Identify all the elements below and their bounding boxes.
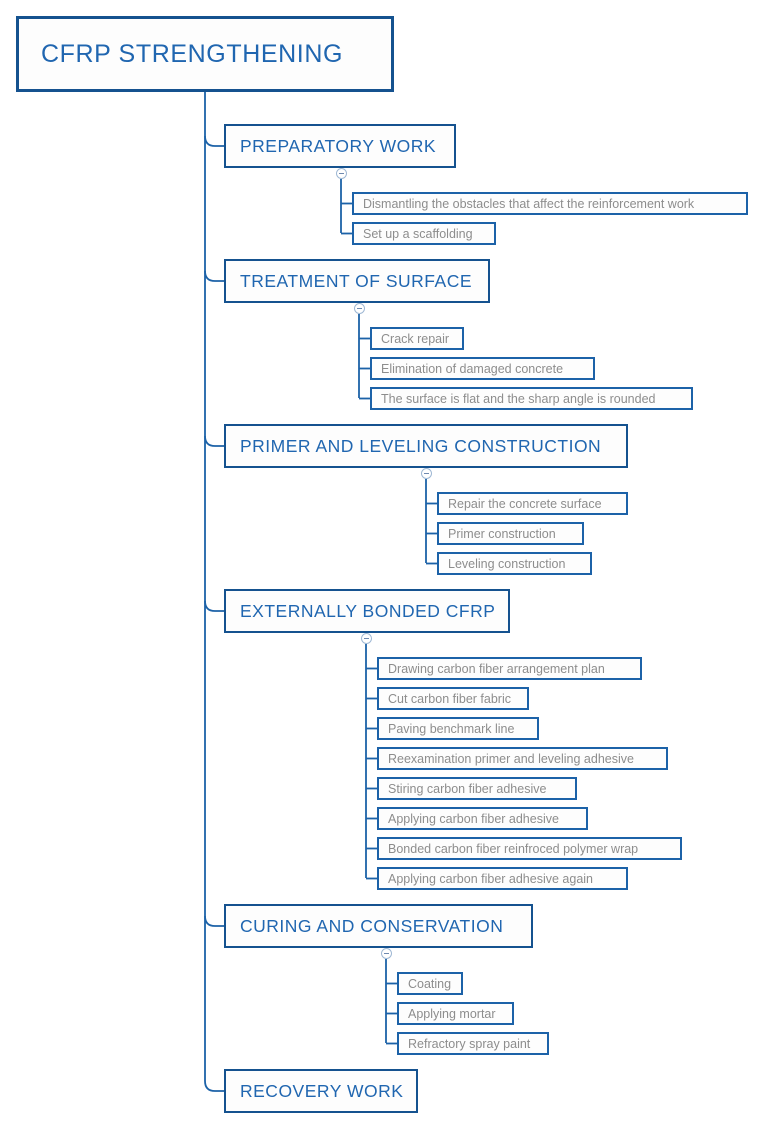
branch-node-2[interactable]: PRIMER AND LEVELING CONSTRUCTION	[224, 424, 628, 468]
leaf-node-1-1[interactable]: Elimination of damaged concrete	[370, 357, 595, 380]
leaf-node-2-2[interactable]: Leveling construction	[437, 552, 592, 575]
leaf-node-4-0[interactable]: Coating	[397, 972, 463, 995]
leaf-node-0-0[interactable]: Dismantling the obstacles that affect th…	[352, 192, 748, 215]
branch-node-0[interactable]: PREPARATORY WORK	[224, 124, 456, 168]
branch-node-4[interactable]: CURING AND CONSERVATION	[224, 904, 533, 948]
leaf-node-4-1[interactable]: Applying mortar	[397, 1002, 514, 1025]
leaf-node-3-2[interactable]: Paving benchmark line	[377, 717, 539, 740]
leaf-node-3-6[interactable]: Bonded carbon fiber reinfroced polymer w…	[377, 837, 682, 860]
leaf-node-4-2[interactable]: Refractory spray paint	[397, 1032, 549, 1055]
branch-node-5[interactable]: RECOVERY WORK	[224, 1069, 418, 1113]
leaf-node-3-0[interactable]: Drawing carbon fiber arrangement plan	[377, 657, 642, 680]
leaf-node-3-4[interactable]: Stiring carbon fiber adhesive	[377, 777, 577, 800]
leaf-node-3-7[interactable]: Applying carbon fiber adhesive again	[377, 867, 628, 890]
collapse-toggle-icon[interactable]	[336, 168, 347, 179]
branch-node-3[interactable]: EXTERNALLY BONDED CFRP	[224, 589, 510, 633]
collapse-toggle-icon[interactable]	[421, 468, 432, 479]
root-node[interactable]: CFRP STRENGTHENING	[16, 16, 394, 92]
leaf-node-3-3[interactable]: Reexamination primer and leveling adhesi…	[377, 747, 668, 770]
leaf-node-3-5[interactable]: Applying carbon fiber adhesive	[377, 807, 588, 830]
collapse-toggle-icon[interactable]	[354, 303, 365, 314]
collapse-toggle-icon[interactable]	[381, 948, 392, 959]
leaf-node-0-1[interactable]: Set up a scaffolding	[352, 222, 496, 245]
leaf-node-3-1[interactable]: Cut carbon fiber fabric	[377, 687, 529, 710]
collapse-toggle-icon[interactable]	[361, 633, 372, 644]
leaf-node-1-0[interactable]: Crack repair	[370, 327, 464, 350]
branch-node-1[interactable]: TREATMENT OF SURFACE	[224, 259, 490, 303]
leaf-node-1-2[interactable]: The surface is flat and the sharp angle …	[370, 387, 693, 410]
leaf-node-2-1[interactable]: Primer construction	[437, 522, 584, 545]
leaf-node-2-0[interactable]: Repair the concrete surface	[437, 492, 628, 515]
